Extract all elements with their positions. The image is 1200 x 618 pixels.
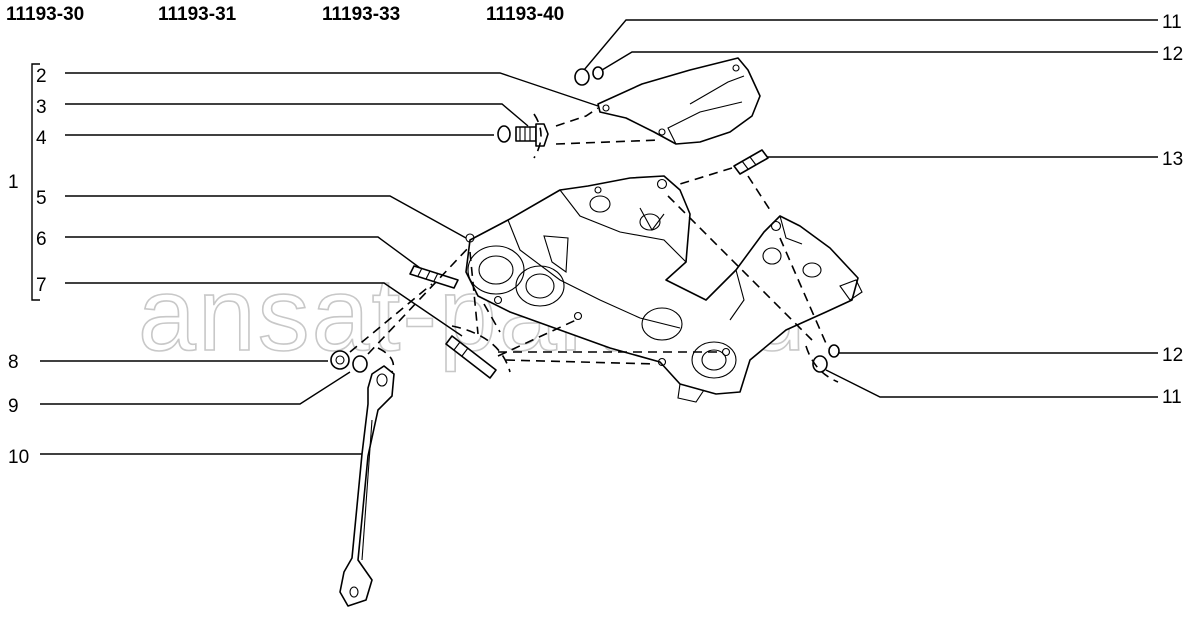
studs (409, 149, 769, 379)
bolt-and-washer (497, 123, 549, 147)
callout-8: 8 (8, 352, 19, 373)
model-code-2: 11193-31 (158, 4, 237, 25)
callout-12-top: 12 (1162, 44, 1183, 65)
heat-shield (597, 57, 761, 145)
model-code-1: 11193-30 (6, 4, 84, 25)
nut-washer-right (812, 344, 840, 373)
model-code-4: 11193-40 (486, 4, 564, 25)
callout-11-bottom: 11 (1162, 387, 1182, 408)
callout-13: 13 (1162, 149, 1183, 170)
nut-washer-top (574, 66, 604, 86)
callout-7: 7 (36, 275, 47, 296)
callout-11-top: 11 (1162, 12, 1182, 33)
callout-6: 6 (36, 229, 47, 250)
callout-12-bottom: 12 (1162, 345, 1183, 366)
support-rod (339, 365, 395, 607)
callout-2: 2 (36, 66, 47, 87)
callout-10: 10 (8, 447, 29, 468)
callout-4: 4 (36, 128, 47, 149)
assembly-bracket (31, 63, 40, 301)
callout-3: 3 (36, 97, 47, 118)
callout-1: 1 (8, 172, 19, 193)
callout-9: 9 (8, 396, 19, 417)
manifold-assembly (465, 175, 863, 403)
assembly-lines (349, 107, 839, 383)
model-code-3: 11193-33 (322, 4, 400, 25)
leader-lines (40, 19, 1158, 455)
callout-5: 5 (36, 188, 47, 209)
nut-washer-left (330, 350, 368, 373)
